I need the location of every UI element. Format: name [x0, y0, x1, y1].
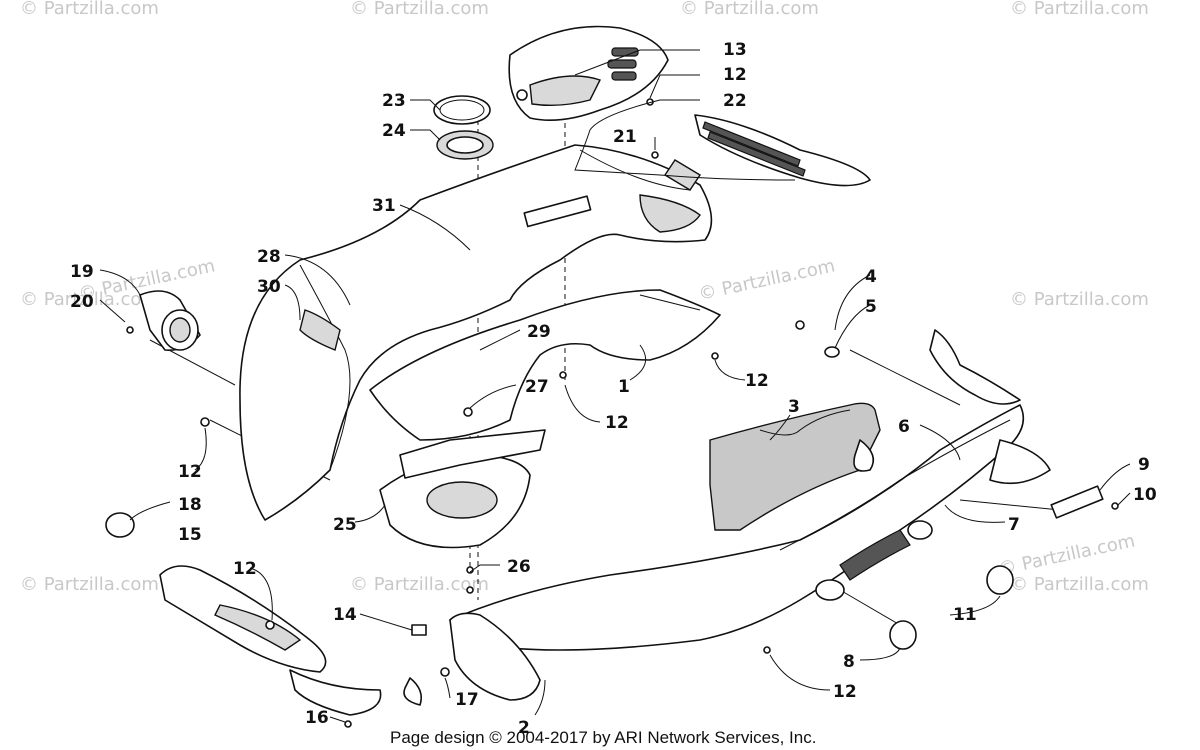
- cap-8: [889, 620, 917, 650]
- callout-2: 2: [518, 718, 530, 738]
- lower-tray-25: [379, 429, 546, 549]
- callout-4: 4: [865, 267, 877, 287]
- leader-lines: [99, 49, 1131, 723]
- callout-5: 5: [865, 297, 877, 317]
- callout-25: 25: [333, 515, 357, 535]
- callout-1: 1: [618, 377, 630, 397]
- footer-copyright: Page design © 2004-2017 by ARI Network S…: [390, 728, 816, 747]
- callout-3: 3: [788, 397, 800, 417]
- callout-24: 24: [382, 121, 406, 141]
- watermark: © Partzilla.com: [350, 574, 489, 595]
- callout-17: 17: [455, 690, 479, 710]
- front-bumper-15: [159, 565, 382, 716]
- watermark: © Partzilla.com: [1010, 0, 1149, 19]
- callout-11: 11: [953, 605, 977, 625]
- callout-21: 21: [613, 127, 637, 147]
- callout-30: 30: [257, 277, 281, 297]
- callout-29: 29: [527, 322, 551, 342]
- boot-19: [139, 290, 201, 352]
- callout-numbers: 1 2 3 4 5 6 7 8 9 10 11 12 12 12 12 12 1…: [70, 40, 1157, 738]
- callout-12: 12: [605, 413, 629, 433]
- callout-19: 19: [70, 262, 94, 282]
- watermark: © Partzilla.com: [1010, 289, 1149, 310]
- callout-14: 14: [333, 605, 357, 625]
- side-vent-22: [694, 114, 871, 187]
- callout-10: 10: [1133, 485, 1157, 505]
- callout-12: 12: [833, 682, 857, 702]
- seal-rings-23-24: [433, 95, 494, 160]
- callout-7: 7: [1008, 515, 1020, 535]
- callout-26: 26: [507, 557, 531, 577]
- cap-11: [986, 565, 1014, 595]
- callout-13: 13: [723, 40, 747, 60]
- watermark: © Partzilla.com: [697, 255, 837, 304]
- watermark: © Partzilla.com: [20, 0, 159, 19]
- watermark: © Partzilla.com: [350, 0, 489, 19]
- callout-27: 27: [525, 377, 549, 397]
- callout-22: 22: [723, 91, 747, 111]
- callout-23: 23: [382, 91, 406, 111]
- watermark: © Partzilla.com: [20, 574, 159, 595]
- callout-31: 31: [372, 196, 396, 216]
- side-body-panel: [449, 329, 1051, 701]
- decal-9: [1050, 485, 1104, 519]
- hood-assembly: [239, 144, 713, 521]
- callout-20: 20: [70, 292, 94, 312]
- callout-18: 18: [178, 495, 202, 515]
- callout-28: 28: [257, 247, 281, 267]
- watermark: © Partzilla.com: [680, 0, 819, 19]
- callout-12: 12: [745, 371, 769, 391]
- fasteners: [126, 98, 1119, 728]
- callout-12: 12: [233, 559, 257, 579]
- callout-6: 6: [898, 417, 910, 437]
- callout-8: 8: [843, 652, 855, 672]
- watermark: © Partzilla.com: [20, 289, 159, 310]
- callout-12: 12: [723, 65, 747, 85]
- callout-15: 15: [178, 525, 202, 545]
- vent-panel-13: [508, 25, 669, 122]
- inner-panel-29: [369, 289, 721, 441]
- callout-9: 9: [1138, 455, 1150, 475]
- watermark: © Partzilla.com: [1010, 574, 1149, 595]
- clip-ring-18: [105, 512, 135, 538]
- callout-12: 12: [178, 462, 202, 482]
- watermark: © Partzilla.com: [997, 530, 1137, 579]
- callout-16: 16: [305, 708, 329, 728]
